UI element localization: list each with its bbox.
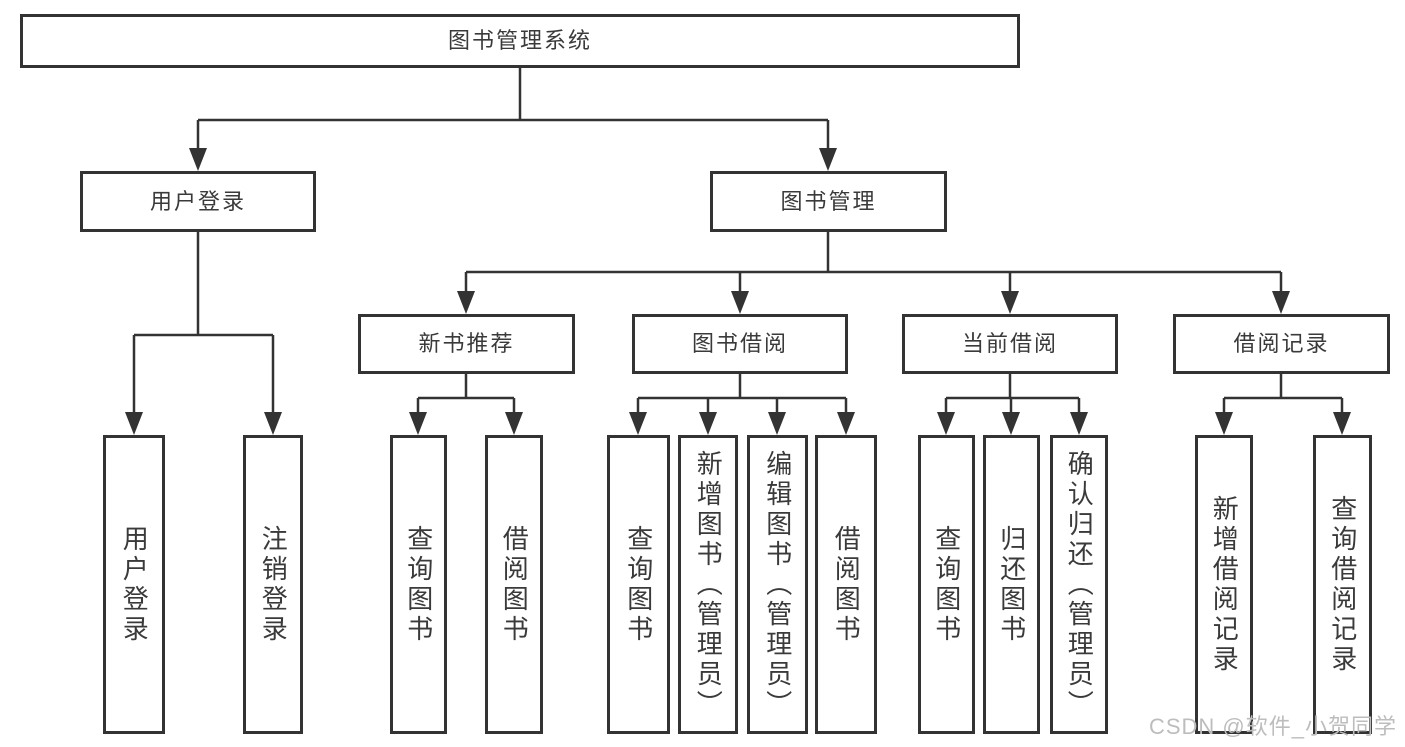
leaf-label: 编辑图书（管理员） bbox=[762, 449, 793, 720]
leaf-label: 新增借阅记录 bbox=[1209, 494, 1240, 675]
node-borrow: 图书借阅 bbox=[632, 314, 848, 374]
leaf-label: 查询图书 bbox=[931, 524, 962, 645]
node-leaf-query-borrow-record: 查询借阅记录 bbox=[1313, 435, 1372, 734]
node-user-login: 用户登录 bbox=[80, 171, 316, 232]
leaf-label: 查询图书 bbox=[403, 524, 434, 645]
node-leaf-add-book-admin: 新增图书（管理员） bbox=[678, 435, 738, 734]
leaf-label: 查询图书 bbox=[623, 524, 654, 645]
node-book-mgmt: 图书管理 bbox=[710, 171, 947, 232]
node-leaf-edit-book-admin: 编辑图书（管理员） bbox=[747, 435, 808, 734]
node-borrow-label: 图书借阅 bbox=[691, 331, 788, 356]
leaf-label: 新增图书（管理员） bbox=[693, 449, 724, 720]
node-leaf-query-books-1: 查询图书 bbox=[390, 435, 447, 734]
node-leaf-add-borrow-record: 新增借阅记录 bbox=[1195, 435, 1253, 734]
node-leaf-borrow-books-1: 借阅图书 bbox=[485, 435, 543, 734]
node-new-book: 新书推荐 bbox=[358, 314, 575, 374]
node-root-label: 图书管理系统 bbox=[447, 28, 592, 53]
node-records-label: 借阅记录 bbox=[1233, 331, 1330, 356]
node-current-label: 当前借阅 bbox=[961, 331, 1058, 356]
node-leaf-return-books: 归还图书 bbox=[983, 435, 1040, 734]
leaf-label: 借阅图书 bbox=[499, 524, 530, 645]
node-book-mgmt-label: 图书管理 bbox=[780, 188, 877, 214]
leaf-label: 归还图书 bbox=[996, 524, 1027, 645]
csdn-watermark: CSDN @软件_小贺同学 bbox=[1148, 714, 1397, 739]
node-leaf-query-books-3: 查询图书 bbox=[918, 435, 975, 734]
leaf-label: 查询借阅记录 bbox=[1327, 494, 1358, 675]
node-leaf-user-login: 用户登录 bbox=[103, 435, 165, 734]
node-leaf-query-books-2: 查询图书 bbox=[607, 435, 670, 734]
leaf-label: 借阅图书 bbox=[831, 524, 862, 645]
node-user-login-label: 用户登录 bbox=[149, 188, 246, 214]
leaf-label: 注销登录 bbox=[258, 524, 289, 645]
node-leaf-logout: 注销登录 bbox=[243, 435, 303, 734]
node-leaf-borrow-books-2: 借阅图书 bbox=[815, 435, 877, 734]
node-leaf-confirm-return-admin: 确认归还（管理员） bbox=[1050, 435, 1108, 734]
node-root: 图书管理系统 bbox=[20, 14, 1020, 68]
node-records: 借阅记录 bbox=[1173, 314, 1390, 374]
leaf-label: 确认归还（管理员） bbox=[1064, 449, 1095, 720]
leaf-label: 用户登录 bbox=[119, 524, 150, 645]
node-new-book-label: 新书推荐 bbox=[418, 331, 515, 356]
node-current: 当前借阅 bbox=[902, 314, 1118, 374]
